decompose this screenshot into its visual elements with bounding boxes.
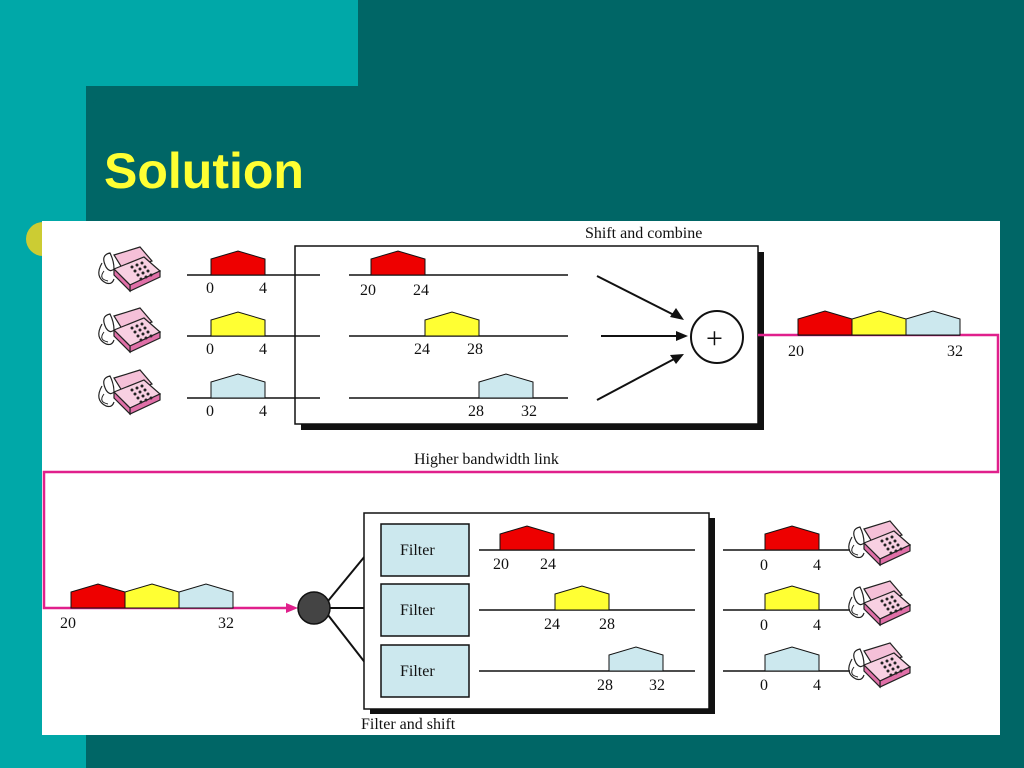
telephone-icon (98, 246, 161, 292)
input-signal-1 (210, 250, 266, 276)
combined-top-low: 20 (788, 343, 804, 360)
shifted-1-high: 24 (413, 282, 429, 299)
shifted-3-low: 28 (468, 403, 484, 420)
output-2-low: 0 (760, 617, 768, 634)
combined-signal-2 (851, 310, 907, 336)
background-corner (86, 86, 146, 146)
slide-title: Solution (104, 143, 304, 199)
received-signal-1 (70, 583, 126, 609)
input-1-low: 0 (206, 280, 214, 297)
combined-signal-1 (797, 310, 853, 336)
filtered-signal-1 (499, 525, 555, 551)
shifted-3-high: 32 (521, 403, 537, 420)
telephone-icon (848, 520, 911, 566)
input-signal-2 (210, 311, 266, 337)
output-3-low: 0 (760, 677, 768, 694)
input-3-high: 4 (259, 403, 267, 420)
combine-arrowhead-2 (676, 331, 688, 341)
telephone-icon (848, 580, 911, 626)
link-arrowhead (286, 603, 298, 613)
output-signal-1 (764, 525, 820, 551)
filtered-1-low: 20 (493, 556, 509, 573)
shifted-signal-1 (370, 250, 426, 276)
filtered-signal-3 (608, 646, 664, 672)
filter-2 (380, 583, 470, 637)
input-1-high: 4 (259, 280, 267, 297)
combined-top-high: 32 (947, 343, 963, 360)
output-2-high: 4 (813, 617, 821, 634)
received-high: 32 (218, 615, 234, 632)
telephone-icon (98, 369, 161, 415)
split-branch-3 (327, 614, 371, 670)
combined-signal-3 (905, 310, 961, 336)
received-low: 20 (60, 615, 76, 632)
filtered-3-low: 28 (597, 677, 613, 694)
combine-arrowhead-3 (670, 354, 684, 364)
input-signal-3 (210, 373, 266, 399)
filtered-2-high: 28 (599, 616, 615, 633)
filter-1-label: Filter (400, 542, 435, 559)
filtered-1-high: 24 (540, 556, 556, 573)
combiner-plus-icon (690, 310, 744, 364)
output-1-high: 4 (813, 557, 821, 574)
fdm-diagram: Shift and combine 0 4 0 4 0 4 20 24 24 2… (42, 225, 1000, 733)
filter-2-label: Filter (400, 602, 435, 619)
output-1-low: 0 (760, 557, 768, 574)
input-2-high: 4 (259, 341, 267, 358)
shifted-1-low: 20 (360, 282, 376, 299)
output-signal-2 (764, 585, 820, 611)
filtered-3-high: 32 (649, 677, 665, 694)
combiner-symbol: + (706, 322, 723, 355)
fdm-figure: Shift and combine 0 4 0 4 0 4 20 24 24 2… (42, 221, 1000, 735)
received-signal-2 (124, 583, 180, 609)
filter-3 (380, 644, 470, 698)
shift-combine-label: Shift and combine (585, 225, 702, 242)
combine-arrow-3 (596, 357, 677, 401)
shifted-signal-3 (478, 373, 534, 399)
shifted-2-high: 28 (467, 341, 483, 358)
filter-1 (380, 523, 470, 577)
output-3-high: 4 (813, 677, 821, 694)
received-signal-3 (178, 583, 234, 609)
shifted-2-low: 24 (414, 341, 430, 358)
filter-shift-label: Filter and shift (361, 716, 456, 733)
telephone-icon (98, 307, 161, 353)
combine-arrowhead-1 (670, 308, 684, 320)
telephone-icon (848, 642, 911, 688)
shifted-signal-2 (424, 311, 480, 337)
output-signal-3 (764, 646, 820, 672)
input-3-low: 0 (206, 403, 214, 420)
split-branch-1 (327, 549, 371, 602)
filter-3-label: Filter (400, 663, 435, 680)
filtered-2-low: 24 (544, 616, 560, 633)
input-2-low: 0 (206, 341, 214, 358)
combine-arrow-1 (596, 275, 677, 317)
splitter-node (297, 591, 331, 625)
filtered-signal-2 (554, 585, 610, 611)
link-label: Higher bandwidth link (414, 451, 559, 468)
